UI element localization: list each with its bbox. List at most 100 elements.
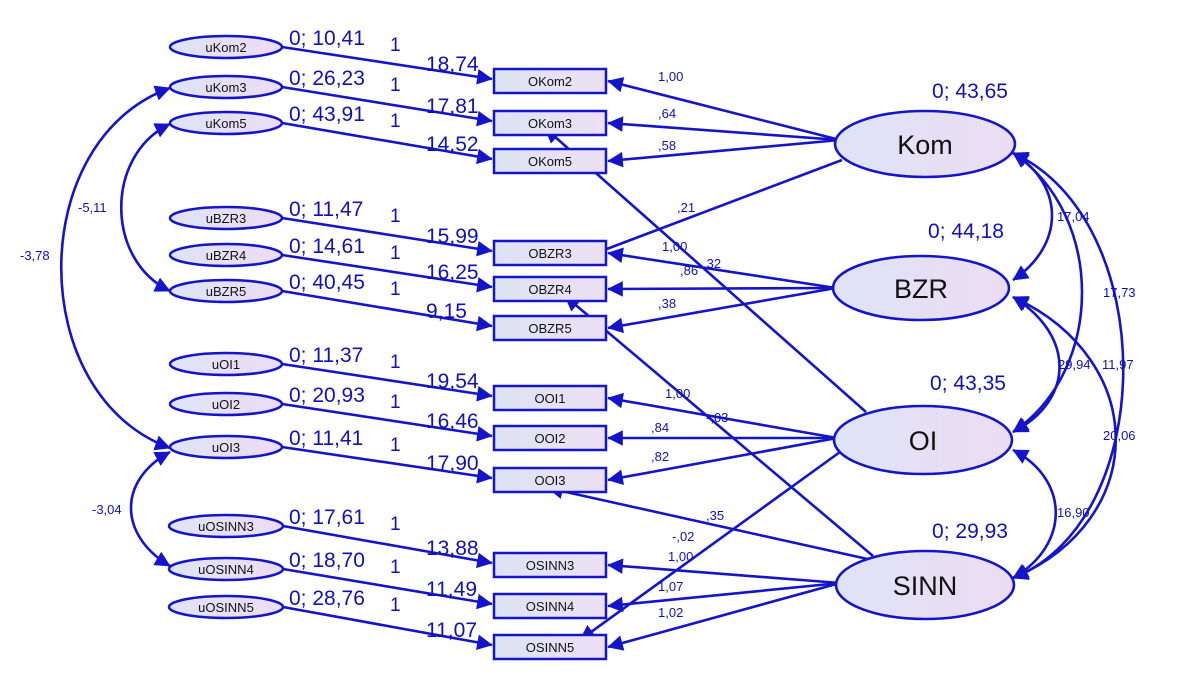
latent-covariance-label: 17,73	[1103, 285, 1136, 300]
observed-intercept-label: 14,52	[426, 133, 479, 156]
error-path	[282, 567, 493, 610]
observed-variable-label: OBZR4	[528, 282, 571, 297]
error-term-label: uOSINN3	[198, 519, 254, 534]
loading-path	[607, 558, 841, 585]
loading-value-label: 1,00	[665, 386, 690, 401]
observed-intercept-label: 17,90	[426, 452, 479, 475]
observed-variable-box	[492, 147, 608, 175]
loading-path	[607, 138, 841, 168]
error-weight-label: 1	[390, 595, 401, 616]
observed-variable-box	[492, 109, 608, 137]
loading-path	[579, 450, 841, 642]
error-path	[281, 253, 493, 293]
observed-variable-label: OSINN5	[526, 640, 574, 655]
observed-intercept-label: 19,54	[426, 370, 479, 393]
observed-intercept-label: 11,49	[426, 578, 477, 601]
loading-value-label: ,84	[651, 420, 669, 435]
error-term-ellipse	[167, 556, 285, 582]
observed-variable-box	[492, 275, 608, 303]
error-term-label: uKom5	[205, 116, 246, 131]
error-term-ellipse	[168, 110, 284, 136]
observed-variable-box	[492, 67, 608, 95]
labels-layer: OKom218,74OKom317,81OKom514,52OBZR315,99…	[20, 27, 1136, 655]
latent-variable-ellipse	[831, 254, 1011, 322]
loading-path	[607, 286, 837, 334]
loading-value-label: ,21	[677, 200, 695, 215]
error-term-ellipse	[168, 391, 284, 417]
error-term-ellipse	[168, 351, 284, 377]
loading-path	[607, 281, 837, 297]
observed-variable-box	[492, 466, 608, 494]
error-term-label: uKom2	[205, 40, 246, 55]
observed-variable-box	[492, 551, 608, 579]
error-weight-label: 1	[390, 352, 401, 373]
loading-value-label: ,86	[680, 263, 698, 278]
error-variance-label: 0; 11,41	[289, 427, 363, 450]
observed-variable-box	[492, 314, 608, 342]
error-term-label: uBZR3	[206, 211, 246, 226]
observed-variable-label: OOI3	[534, 473, 565, 488]
error-variance-label: 0; 17,61	[289, 506, 365, 529]
error-path	[281, 445, 493, 484]
loading-path	[607, 581, 841, 651]
loading-path	[607, 436, 838, 485]
error-weight-label: 1	[390, 111, 401, 132]
observed-variable-label: OBZR3	[528, 246, 571, 261]
error-term-label: uKom3	[205, 80, 246, 95]
loading-value-label: ,64	[658, 106, 676, 121]
error-path	[281, 402, 493, 442]
error-variance-label: 0; 10,41	[289, 27, 365, 50]
error-term-ellipse	[168, 242, 284, 268]
loading-path	[607, 581, 841, 613]
error-variance-label: 0; 14,61	[289, 235, 365, 258]
loading-path	[564, 295, 874, 557]
loading-path	[607, 392, 838, 440]
observed-variable-label: OKom3	[528, 116, 572, 131]
error-term-ellipse	[168, 34, 284, 60]
latent-covariance-label: 20,06	[1103, 428, 1136, 443]
latent-covariance-label: 16,90	[1057, 505, 1090, 520]
latent-variable-ellipse	[834, 549, 1016, 621]
error-path	[282, 524, 493, 569]
latent-variance-label: 0; 44,18	[928, 220, 1004, 243]
loading-value-label: -,03	[706, 410, 728, 425]
observed-intercept-label: 9,15	[426, 300, 467, 323]
latent-variable-label: SINN	[893, 571, 958, 601]
observed-variable-label: OOI2	[534, 431, 565, 446]
loading-path	[607, 116, 841, 142]
error-term-ellipse	[168, 205, 284, 231]
error-covariance-arc	[119, 122, 171, 293]
latent-variable-ellipse	[833, 109, 1017, 179]
loading-value-label: ,38	[658, 296, 676, 311]
loading-value-label: 1,02	[658, 605, 683, 620]
loading-value-label: ,58	[658, 138, 676, 153]
error-term-label: uOI3	[212, 440, 240, 455]
error-term-label: uOI1	[212, 357, 240, 372]
error-weight-label: 1	[390, 514, 401, 535]
error-covariance-label: -5,11	[78, 200, 107, 215]
error-variance-label: 0; 28,76	[289, 587, 365, 610]
error-weight-label: 1	[390, 35, 401, 56]
observed-intercept-label: 17,81	[426, 95, 479, 118]
latent-covariance-label: 17,04	[1057, 209, 1090, 224]
loading-value-label: 1,00	[658, 69, 683, 84]
error-variance-label: 0; 26,23	[289, 67, 365, 90]
error-term-label: uBZR5	[206, 284, 246, 299]
error-weight-label: 1	[390, 279, 401, 300]
latent-covariance-label: 29,94	[1058, 357, 1091, 372]
error-weight-label: 1	[390, 206, 401, 227]
error-term-label: uBZR4	[206, 248, 246, 263]
latent-variance-label: 0; 29,93	[932, 520, 1008, 543]
loading-value-label: ,35	[706, 508, 724, 523]
latent-covariance-arc	[1012, 295, 1061, 434]
observed-variable-label: OKom5	[528, 154, 572, 169]
latent-variable-label: OI	[909, 426, 938, 456]
error-path	[281, 85, 493, 127]
error-term-label: uOI2	[212, 397, 240, 412]
observed-variable-label: OBZR5	[528, 321, 571, 336]
error-variance-label: 0; 20,93	[289, 384, 365, 407]
observed-intercept-label: 11,07	[426, 619, 477, 642]
error-path	[281, 121, 493, 165]
observed-variable-box	[492, 424, 608, 452]
